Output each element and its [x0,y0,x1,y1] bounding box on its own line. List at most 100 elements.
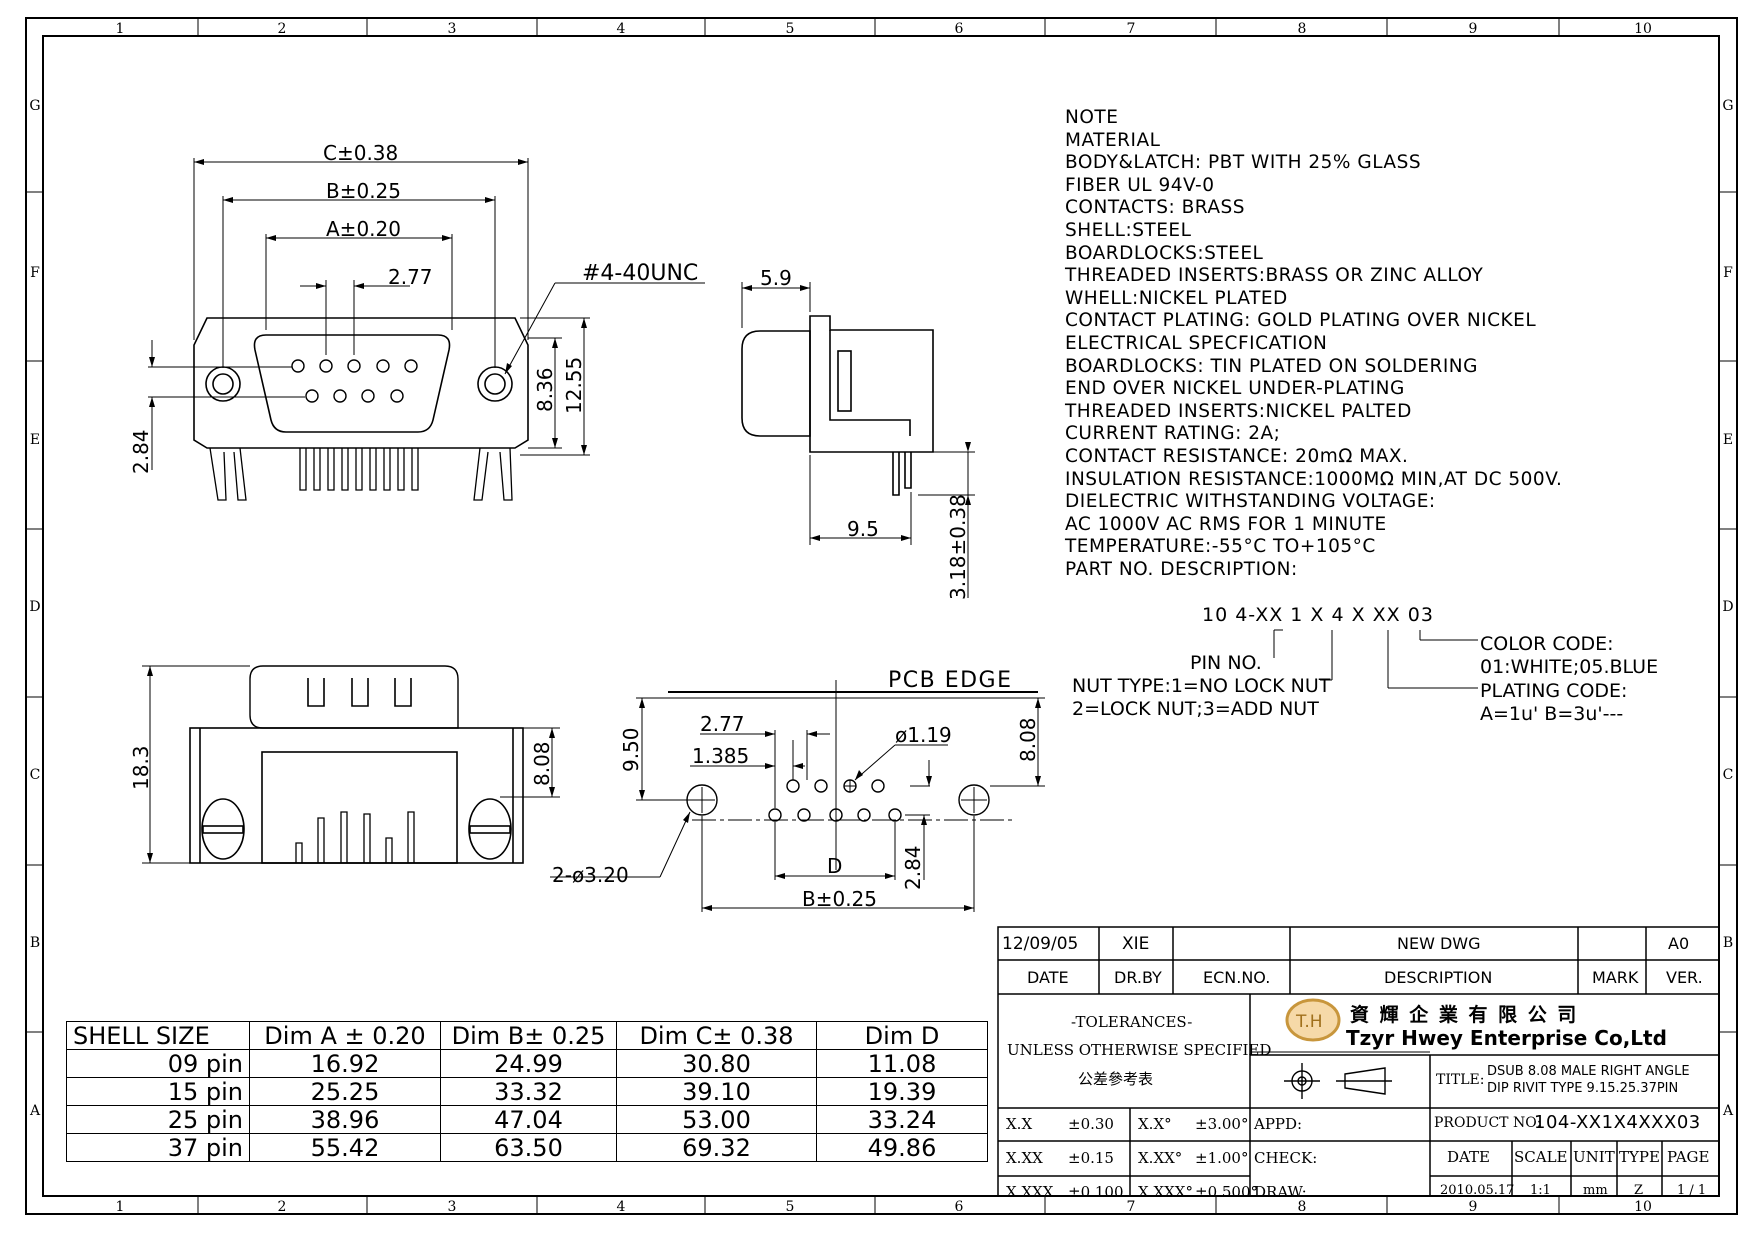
plating-code-line1: PLATING CODE: [1480,680,1627,702]
rev-date: 12/09/05 [1002,934,1079,954]
grid-label: F [1723,265,1733,281]
grid-label: 6 [955,1199,964,1215]
grid-label: G [1722,98,1733,114]
title-label: TITLE: [1436,1072,1485,1088]
header-mark: MARK [1592,968,1639,987]
grid-label: 4 [617,21,626,37]
grid-label: 3 [448,1199,457,1215]
grid-label: E [1723,432,1733,448]
header-ver: VER. [1666,968,1703,987]
table-cell: 25 pin [66,1105,250,1134]
plating-code-line2: A=1u' B=3u'--- [1480,703,1623,725]
grid-label: B [30,935,40,951]
offset-label: 2.84 [129,429,153,474]
table-header: Dim B± 0.25 [440,1021,617,1050]
tol-row-2-a: X.XX [1006,1149,1043,1167]
pcb-row-gap-label: 2.84 [901,845,925,890]
side-view [741,282,975,598]
pcb-edge-dist-label: 9.50 [619,727,643,772]
note-line: BODY&LATCH: PBT WITH 25% GLASS [1065,152,1422,174]
note-line: END OVER NICKEL UNDER-PLATING [1065,378,1405,400]
table-cell: 24.99 [440,1049,617,1078]
note-line: MATERIAL [1065,129,1161,151]
table-row: 09 pin 16.92 24.99 30.80 11.08 [66,1049,988,1078]
pcb-pitch-label: 2.77 [700,712,745,736]
pcb-mount-label: 2-ø3.20 [552,863,629,887]
height2-label: 12.55 [562,357,586,414]
grid-label: B [1723,935,1733,951]
draw-label: DRAW: [1254,1183,1307,1201]
note-line: BOARDLOCKS: TIN PLATED ON SOLDERING [1065,355,1478,377]
table-header: SHELL SIZE [66,1021,250,1050]
table-cell: 30.80 [616,1049,817,1078]
tol-row-1-d: ±3.00° [1195,1115,1249,1133]
pcb-edge-label: PCB EDGE [888,668,1013,693]
tol-row-3-b: ±0.100 [1068,1183,1124,1201]
note-line: THREADED INSERTS:BRASS OR ZINC ALLOY [1065,265,1484,287]
grid-label: 4 [617,1199,626,1215]
part-desc-leaders [1273,629,1478,689]
col-unit: UNIT [1573,1148,1615,1166]
projection-symbol-icon [1284,1063,1392,1099]
note-line: CONTACTS: BRASS [1065,197,1246,219]
top-height-label: 18.3 [129,745,153,790]
grid-label: 8 [1298,1199,1307,1215]
tol-row-3-c: X.XXX° [1138,1183,1193,1201]
col-scale: SCALE [1514,1148,1568,1166]
col-page: PAGE [1667,1148,1710,1166]
pcb-edge-right-label: 8.08 [1016,717,1040,762]
table-cell: 39.10 [616,1077,817,1106]
appd-label: APPD: [1254,1115,1303,1133]
table-cell: 33.24 [816,1105,988,1134]
tol-row-1-c: X.X° [1138,1115,1172,1133]
product-no: 104-XX1X4XXX03 [1534,1112,1701,1133]
pcb-half-pitch-label: 1.385 [692,744,749,768]
grid-label: 8 [1298,21,1307,37]
val-unit: mm [1583,1183,1608,1198]
top-view [142,665,560,864]
note-line: NOTE [1065,107,1119,128]
title-line1: DSUB 8.08 MALE RIGHT ANGLE [1487,1064,1690,1079]
table-row: 15 pin 25.25 33.32 39.10 19.39 [66,1077,988,1106]
grid-label: G [29,98,40,114]
table-row: 25 pin 38.96 47.04 53.00 33.24 [66,1105,988,1134]
tol-row-3-a: X.XXX [1006,1183,1054,1201]
pin-no-label: PIN NO. [1190,652,1262,674]
grid-label: 1 [116,21,125,37]
val-page: 1 / 1 [1677,1183,1707,1198]
header-drby: DR.BY [1114,968,1162,987]
table-header: Dim A ± 0.20 [249,1021,441,1050]
grid-label: 6 [955,21,964,37]
grid-label: 9 [1469,1199,1478,1215]
table-cell: 47.04 [440,1105,617,1134]
grid-label: 2 [278,1199,287,1215]
table-cell: 49.86 [816,1133,988,1162]
title-line2: DIP RIVIT TYPE 9.15.25.37PIN [1487,1081,1679,1096]
check-label: CHECK: [1254,1149,1318,1167]
pcb-dim-b-label: B±0.25 [802,887,877,911]
front-view [148,158,705,501]
table-header: Dim C± 0.38 [616,1021,817,1050]
company-logo-icon: T.H [1285,998,1341,1042]
note-line: DIELECTRIC WITHSTANDING VOLTAGE: [1065,491,1436,513]
table-cell: 19.39 [816,1077,988,1106]
table-cell: 69.32 [616,1133,817,1162]
col-date: DATE [1447,1148,1490,1166]
grid-label: 5 [786,21,795,37]
table-cell: 33.32 [440,1077,617,1106]
dim-c-label: C±0.38 [323,141,398,165]
side-pinlen-label: 3.18±0.38 [946,494,970,600]
pcb-layout [550,680,1045,912]
grid-label: F [30,265,40,281]
grid-label: C [30,767,41,783]
header-ecn: ECN.NO. [1203,968,1271,987]
note-line: THREADED INSERTS:NICKEL PALTED [1065,400,1412,422]
note-line: ELECTRICAL SPECFICATION [1065,332,1328,354]
tol-row-3-d: ±0.500° [1195,1183,1259,1201]
pcb-dim-d-label: D [827,854,842,878]
grid-label: E [30,432,40,448]
part-code: 10 4-XX 1 X 4 X XX 03 [1202,604,1434,626]
table-cell: 38.96 [249,1105,441,1134]
